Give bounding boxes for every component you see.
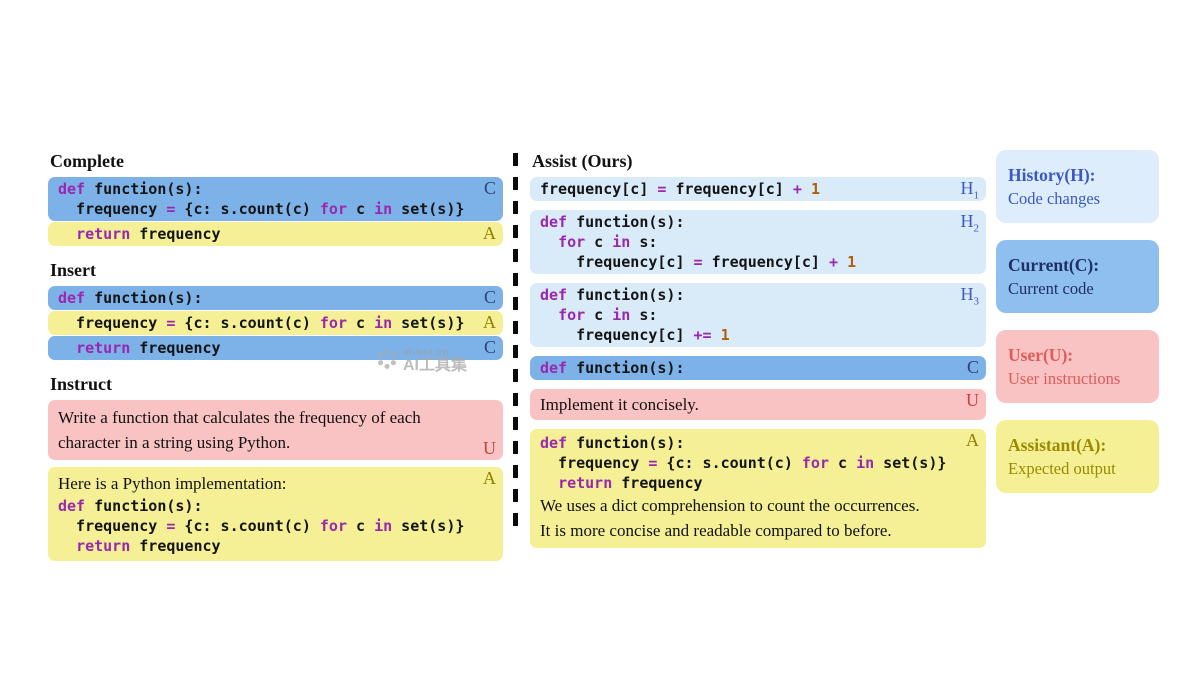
code-line: def function(s): bbox=[540, 359, 685, 377]
legend-history-desc: Code changes bbox=[1008, 189, 1101, 208]
code-line: return frequency bbox=[76, 537, 221, 555]
history-label-2: H2 bbox=[960, 211, 980, 235]
code-line: return frequency bbox=[76, 225, 221, 243]
insert-assistant-segment: A frequency = {c: s.count(c) for c in se… bbox=[48, 311, 503, 335]
user-instruction-text: Implement it concisely. bbox=[540, 395, 699, 414]
column-separator-dashed-line bbox=[513, 153, 518, 531]
insert-heading: Insert bbox=[50, 260, 96, 280]
user-instruction-text: Write a function that calculates the fre… bbox=[58, 408, 421, 452]
insert-current-segment-top: C def function(s): bbox=[48, 286, 503, 310]
insert-block: C def function(s): A frequency = {c: s.c… bbox=[48, 286, 503, 360]
insert-current-segment-bottom: C return frequency bbox=[48, 336, 503, 360]
assist-current-block: C def function(s): bbox=[530, 356, 986, 380]
assist-heading: Assist (Ours) bbox=[532, 151, 633, 171]
instruct-assistant-segment: A Here is a Python implementation: def f… bbox=[48, 467, 503, 561]
code-line: def function(s): bbox=[58, 289, 203, 307]
user-label: U bbox=[966, 390, 979, 410]
code-line: for c in s: bbox=[558, 306, 658, 324]
legend-current: Current(C): Current code bbox=[996, 240, 1159, 313]
instruct-user-segment: U Write a function that calculates the f… bbox=[48, 400, 503, 460]
legend-current-desc: Current code bbox=[1008, 279, 1094, 298]
assistant-label: A bbox=[483, 312, 496, 332]
watermark-brand-text: AI工具集 bbox=[403, 357, 468, 374]
instruct-heading: Instruct bbox=[50, 374, 112, 394]
current-label: C bbox=[483, 287, 496, 307]
history-label-3: H3 bbox=[960, 284, 980, 308]
code-line: def function(s): bbox=[540, 286, 685, 304]
assist-assistant-block: A def function(s): frequency = {c: s.cou… bbox=[530, 429, 986, 548]
legend-assistant: Assistant(A): Expected output bbox=[996, 420, 1159, 493]
history-block-3: H3 def function(s): for c in s: frequenc… bbox=[530, 283, 986, 347]
assistant-label: A bbox=[483, 223, 496, 243]
code-line: def function(s): bbox=[540, 434, 685, 452]
complete-heading: Complete bbox=[50, 151, 124, 171]
legend-user-title: User(U): bbox=[1008, 345, 1074, 365]
code-line: frequency[c] += 1 bbox=[540, 326, 730, 344]
watermark-logo-icon bbox=[376, 348, 398, 375]
code-line: frequency = {c: s.count(c) for c in set(… bbox=[58, 517, 465, 535]
history-block-1: H1 frequency[c] = frequency[c] + 1 bbox=[530, 177, 986, 202]
code-line: def function(s): bbox=[58, 180, 203, 198]
current-label: C bbox=[483, 337, 496, 357]
code-line: frequency = {c: s.count(c) for c in set(… bbox=[58, 200, 465, 218]
assist-column: Assist (Ours) H1 frequency[c] = frequenc… bbox=[530, 150, 986, 557]
code-line: frequency = {c: s.count(c) for c in set(… bbox=[540, 454, 947, 472]
assistant-note-line-2: It is more concise and readable compared… bbox=[540, 521, 892, 540]
assistant-label: A bbox=[966, 430, 979, 450]
complete-current-segment: C def function(s): frequency = {c: s.cou… bbox=[48, 177, 503, 221]
legend-column: History(H): Code changes Current(C): Cur… bbox=[996, 150, 1159, 510]
watermark-domain-text: ai-bot.cn bbox=[403, 347, 450, 357]
legend-assistant-title: Assistant(A): bbox=[1008, 435, 1107, 455]
legend-user: User(U): User instructions bbox=[996, 330, 1159, 403]
current-label: C bbox=[483, 178, 496, 198]
legend-user-desc: User instructions bbox=[1008, 369, 1121, 388]
instruct-block: U Write a function that calculates the f… bbox=[48, 400, 503, 561]
history-label-1: H1 bbox=[960, 178, 980, 202]
code-line: return frequency bbox=[558, 474, 703, 492]
complete-block: C def function(s): frequency = {c: s.cou… bbox=[48, 177, 503, 246]
code-line: def function(s): bbox=[58, 497, 203, 515]
left-column: Complete C def function(s): frequency = … bbox=[48, 150, 503, 562]
user-label: U bbox=[483, 438, 496, 458]
complete-assistant-segment: A return frequency bbox=[48, 222, 503, 246]
legend-history: History(H): Code changes bbox=[996, 150, 1159, 223]
code-line: frequency = {c: s.count(c) for c in set(… bbox=[58, 314, 465, 332]
code-line: def function(s): bbox=[540, 213, 685, 231]
code-line: for c in s: bbox=[558, 233, 658, 251]
code-line: return frequency bbox=[76, 339, 221, 357]
legend-history-title: History(H): bbox=[1008, 165, 1096, 185]
assistant-label: A bbox=[483, 468, 496, 488]
history-block-2: H2 def function(s): for c in s: frequenc… bbox=[530, 210, 986, 274]
assistant-intro-text: Here is a Python implementation: bbox=[58, 474, 287, 493]
current-label: C bbox=[966, 357, 979, 377]
legend-assistant-desc: Expected output bbox=[1008, 459, 1116, 478]
legend-current-title: Current(C): bbox=[1008, 255, 1100, 275]
watermark: ai-bot.cn AI工具集 bbox=[376, 347, 467, 375]
assistant-note-line-1: We uses a dict comprehension to count th… bbox=[540, 496, 920, 515]
code-line: frequency[c] = frequency[c] + 1 bbox=[540, 253, 857, 271]
assist-user-block: U Implement it concisely. bbox=[530, 389, 986, 420]
code-line: frequency[c] = frequency[c] + 1 bbox=[540, 180, 820, 198]
